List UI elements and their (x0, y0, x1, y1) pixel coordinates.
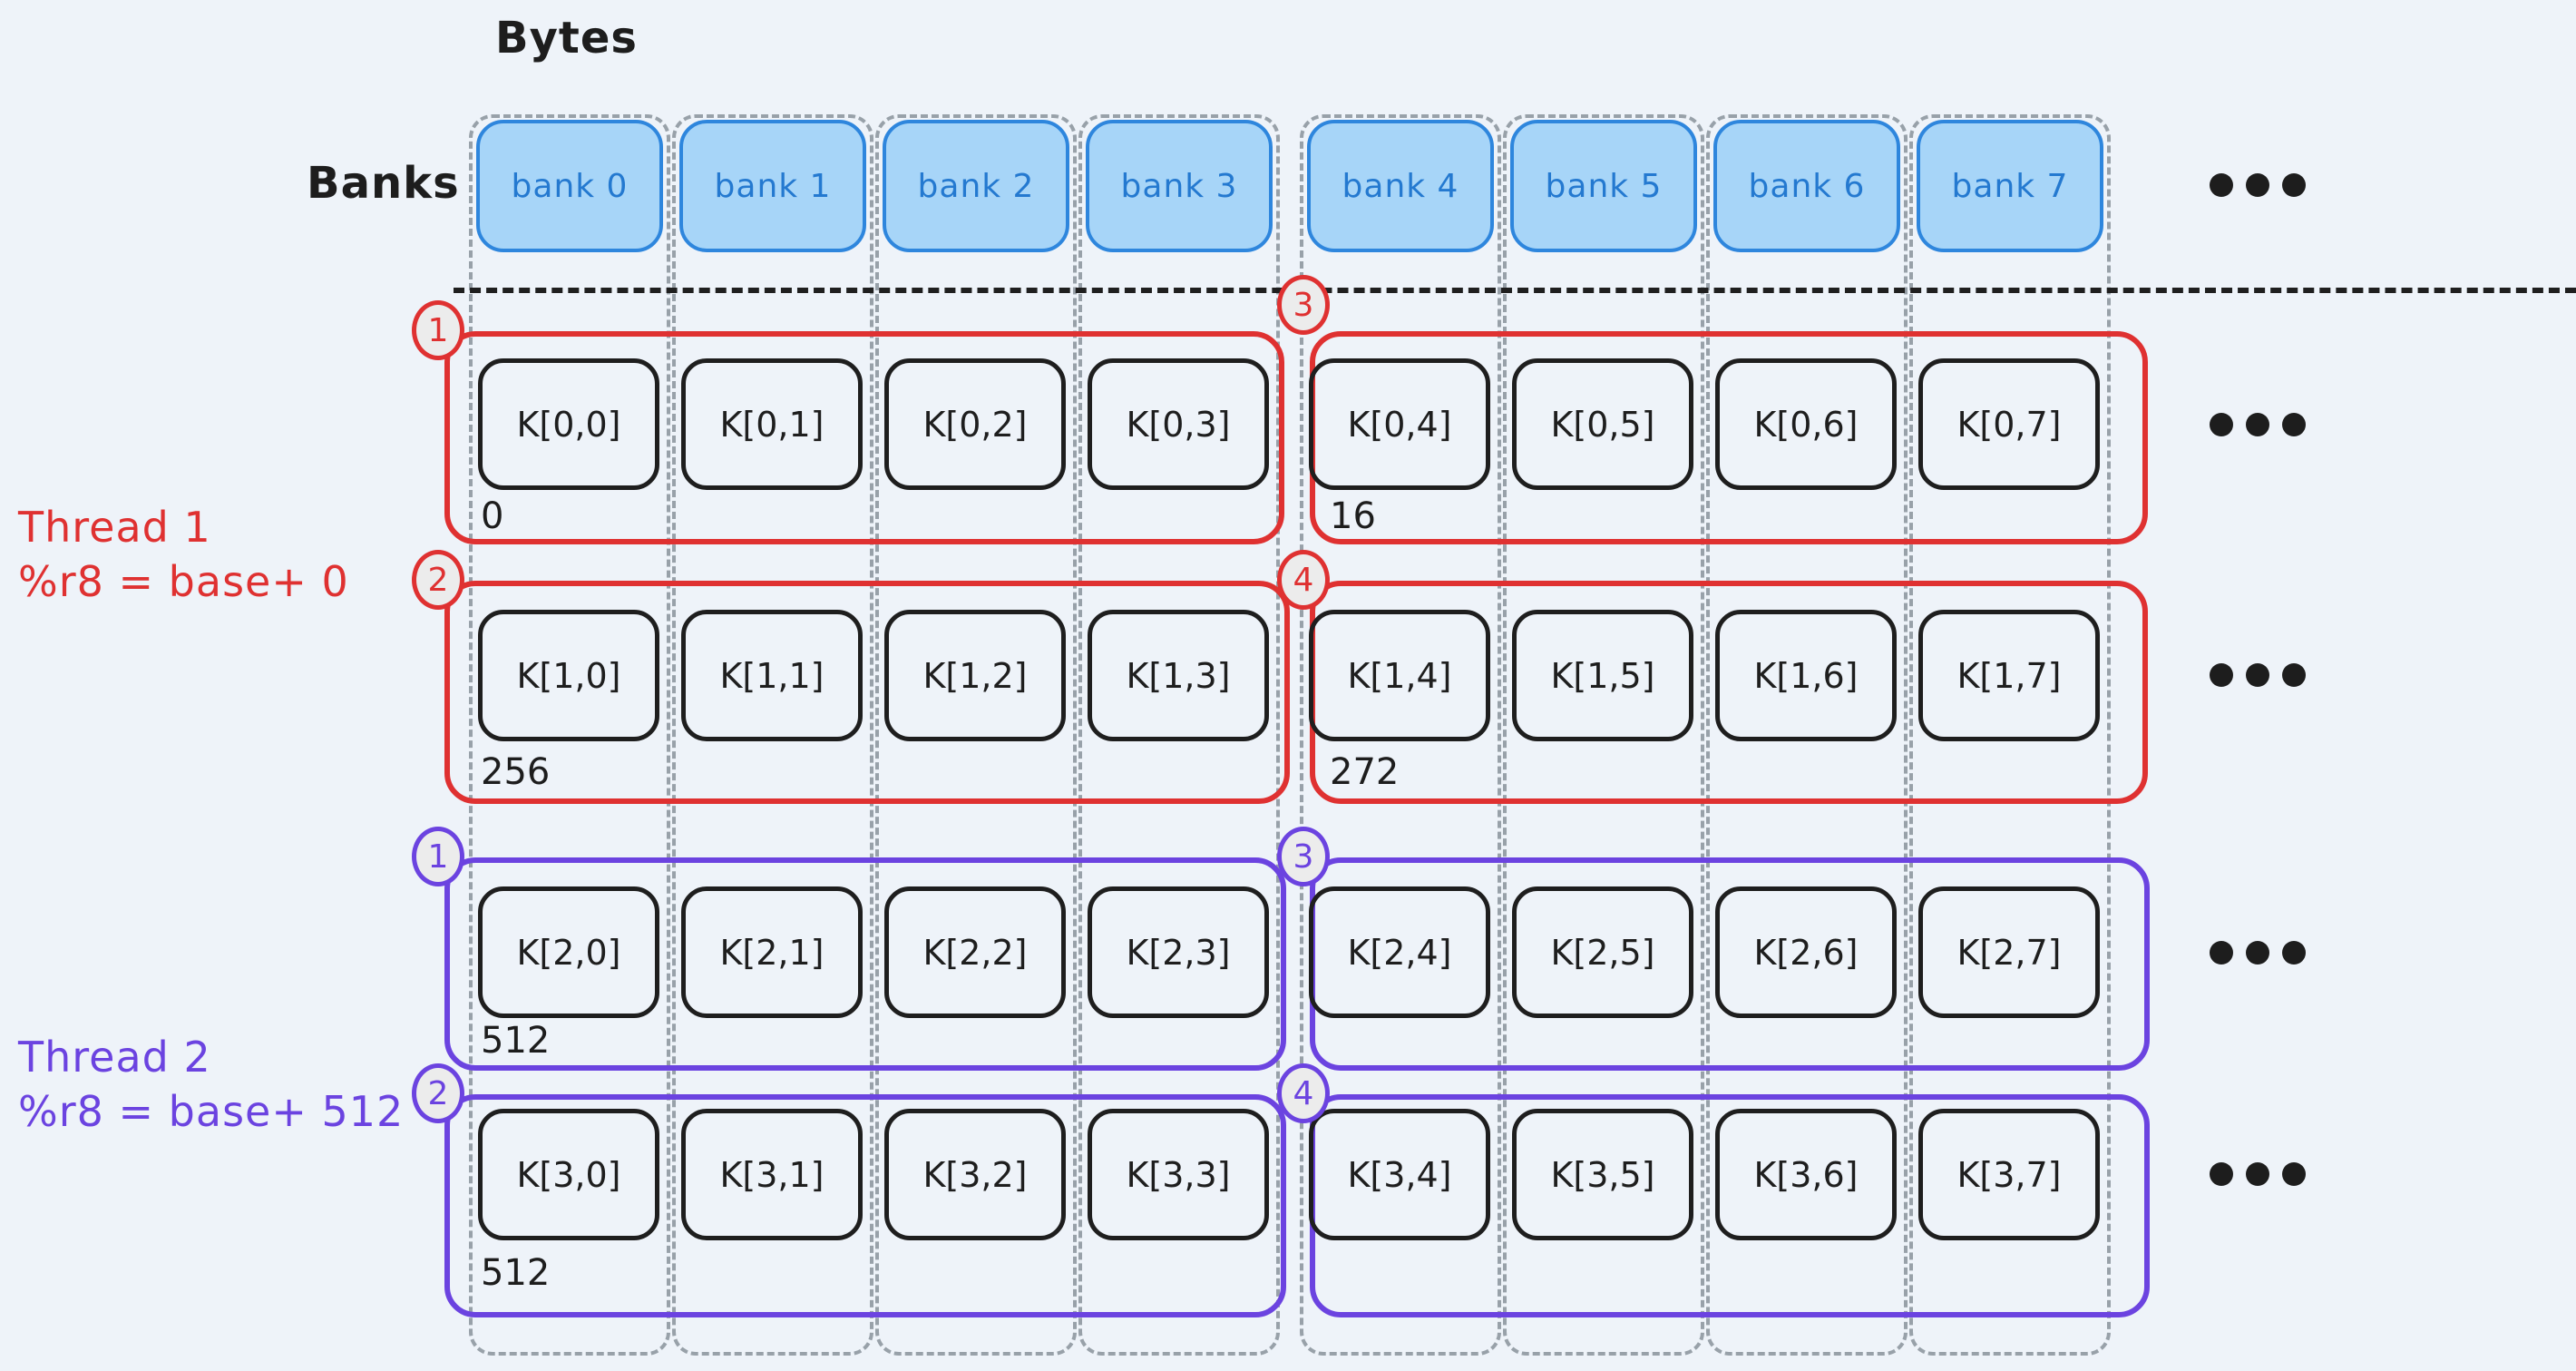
bank-chip-3: bank 3 (1086, 120, 1273, 252)
bank-column-7 (1909, 114, 2111, 1356)
word-cell: K[1,4] (1309, 610, 1490, 741)
word-cell: K[2,7] (1918, 886, 2100, 1018)
ellipsis-icon (2210, 173, 2306, 197)
word-cell: K[2,1] (681, 886, 863, 1018)
access-group-2-left (444, 581, 1290, 804)
access-badge-2-thread2: 2 (412, 1063, 464, 1123)
offset-label-16: 16 (1330, 495, 1376, 537)
bank-column-3 (1078, 114, 1280, 1356)
word-cell: K[1,2] (884, 610, 1066, 741)
word-cell: K[1,5] (1512, 610, 1693, 741)
bank-column-0 (469, 114, 670, 1356)
access-badge-1: 1 (412, 300, 464, 360)
access-badge-4: 4 (1277, 550, 1330, 610)
word-cell: K[2,6] (1715, 886, 1897, 1018)
word-cell: K[3,3] (1088, 1109, 1269, 1240)
ellipsis-icon (2210, 663, 2306, 687)
access-badge-1-thread2: 1 (412, 827, 464, 886)
bank-column-5 (1503, 114, 1704, 1356)
bank-chip-0: bank 0 (476, 120, 663, 252)
word-cell: K[0,5] (1512, 358, 1693, 490)
word-cell: K[2,4] (1309, 886, 1490, 1018)
bank-chip-2: bank 2 (883, 120, 1069, 252)
bank-chip-5: bank 5 (1510, 120, 1697, 252)
offset-label-512-a: 512 (481, 1020, 551, 1062)
word-cell: K[3,7] (1918, 1109, 2100, 1240)
access-group-1-thread2-left (444, 857, 1286, 1071)
bank-chip-1: bank 1 (679, 120, 866, 252)
bank-column-2 (875, 114, 1077, 1356)
ellipsis-icon (2210, 941, 2306, 965)
offset-label-256: 256 (481, 751, 551, 793)
access-group-1-left (444, 331, 1284, 544)
access-group-2-thread2-left (444, 1094, 1286, 1317)
word-cell: K[0,3] (1088, 358, 1269, 490)
word-cell: K[3,2] (884, 1109, 1066, 1240)
divider-dashed-line (454, 288, 2576, 293)
bytes-title: Bytes (495, 13, 638, 64)
word-cell: K[0,1] (681, 358, 863, 490)
thread1-name: Thread 1 (18, 503, 211, 552)
access-badge-4-thread2: 4 (1277, 1063, 1330, 1123)
bank-column-6 (1706, 114, 1908, 1356)
word-cell: K[0,4] (1309, 358, 1490, 490)
bank-chip-4: bank 4 (1307, 120, 1494, 252)
banks-title: Banks (307, 158, 460, 209)
word-cell: K[2,2] (884, 886, 1066, 1018)
word-cell: K[1,3] (1088, 610, 1269, 741)
word-cell: K[1,7] (1918, 610, 2100, 741)
word-cell: K[3,5] (1512, 1109, 1693, 1240)
word-cell: K[2,3] (1088, 886, 1269, 1018)
word-cell: K[0,6] (1715, 358, 1897, 490)
offset-label-512-b: 512 (481, 1252, 551, 1294)
access-badge-3: 3 (1277, 275, 1330, 335)
word-cell: K[3,0] (478, 1109, 659, 1240)
word-cell: K[0,7] (1918, 358, 2100, 490)
bank-column-4 (1300, 114, 1501, 1356)
bank-chip-7: bank 7 (1917, 120, 2103, 252)
offset-label-272: 272 (1330, 751, 1400, 793)
ellipsis-icon (2210, 413, 2306, 436)
offset-label-0: 0 (481, 495, 504, 537)
word-cell: K[1,6] (1715, 610, 1897, 741)
word-cell: K[2,5] (1512, 886, 1693, 1018)
word-cell: K[3,4] (1309, 1109, 1490, 1240)
bank-column-1 (672, 114, 873, 1356)
access-badge-2: 2 (412, 550, 464, 610)
word-cell: K[1,0] (478, 610, 659, 741)
word-cell: K[0,2] (884, 358, 1066, 490)
word-cell: K[3,6] (1715, 1109, 1897, 1240)
thread1-register: %r8 = base+ 0 (18, 557, 349, 606)
ellipsis-icon (2210, 1162, 2306, 1186)
access-badge-3-thread2: 3 (1277, 827, 1330, 886)
thread2-name: Thread 2 (18, 1033, 211, 1082)
word-cell: K[2,0] (478, 886, 659, 1018)
bank-chip-6: bank 6 (1713, 120, 1900, 252)
word-cell: K[3,1] (681, 1109, 863, 1240)
word-cell: K[1,1] (681, 610, 863, 741)
word-cell: K[0,0] (478, 358, 659, 490)
thread2-register: %r8 = base+ 512 (18, 1087, 405, 1136)
